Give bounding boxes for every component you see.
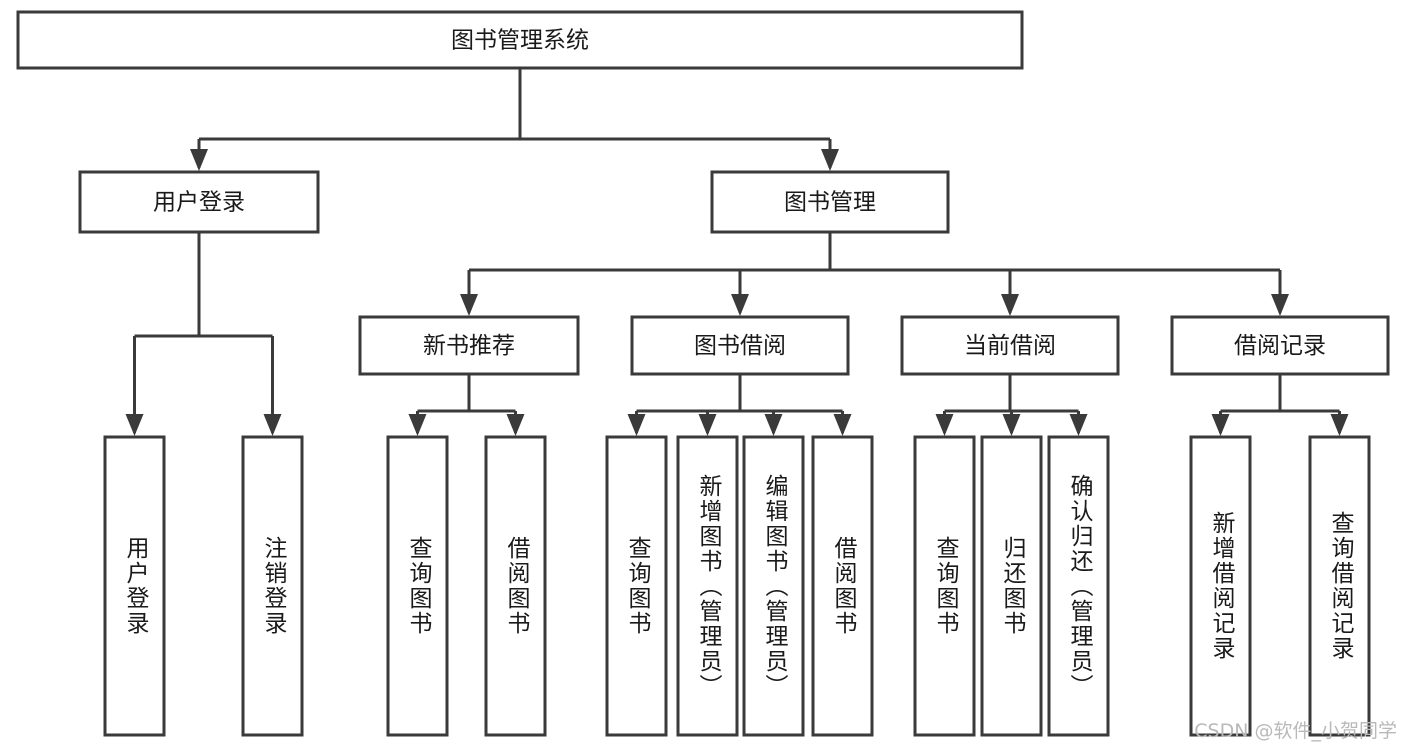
arrow-root-to-user-login — [190, 149, 208, 171]
node-label-new-book-rec: 新书推荐 — [423, 333, 515, 359]
node-box-leaf-cur-query[interactable] — [913, 435, 976, 737]
arrow-book-borrow-to-leaf-borrow-do — [833, 414, 852, 436]
node-box-new-book-rec[interactable] — [358, 315, 580, 376]
node-box-leaf-cur-return[interactable] — [980, 435, 1043, 737]
node-box-root[interactable] — [16, 10, 1024, 70]
arrow-root-to-book-manage — [821, 149, 839, 171]
arrow-user-login-to-leaf-user-login — [125, 414, 144, 436]
node-box-leaf-rec-borrow[interactable] — [484, 435, 547, 737]
node-label-current-borrow: 当前借阅 — [964, 333, 1056, 359]
node-box-leaf-borrow-edit[interactable] — [742, 435, 805, 737]
arrow-user-login-to-leaf-user-logout — [263, 414, 282, 436]
node-box-leaf-user-logout[interactable] — [241, 435, 304, 737]
node-box-leaf-borrow-do[interactable] — [811, 435, 874, 737]
arrow-book-borrow-to-leaf-borrow-edit — [764, 414, 783, 436]
arrow-new-book-rec-to-leaf-rec-borrow — [506, 414, 525, 436]
node-box-leaf-borrow-add[interactable] — [676, 435, 739, 737]
node-box-leaf-cur-confirm[interactable] — [1047, 435, 1110, 737]
node-label-root: 图书管理系统 — [451, 28, 589, 54]
node-box-book-borrow[interactable] — [630, 315, 850, 376]
node-box-leaf-rec-query[interactable] — [386, 435, 449, 737]
arrow-current-borrow-to-leaf-cur-return — [1002, 414, 1021, 436]
node-box-leaf-rec-query2[interactable] — [1308, 435, 1371, 737]
node-label-borrow-record: 借阅记录 — [1234, 333, 1326, 359]
arrow-book-manage-to-new-book-rec — [460, 294, 478, 316]
node-box-leaf-borrow-query[interactable] — [605, 435, 668, 737]
connectors-layer — [125, 68, 1349, 436]
node-box-leaf-user-login[interactable] — [103, 435, 166, 737]
boxes-layer — [16, 10, 1390, 737]
arrow-borrow-record-to-leaf-rec-query2 — [1330, 414, 1349, 436]
arrow-book-borrow-to-leaf-borrow-add — [698, 414, 717, 436]
node-label-book-manage: 图书管理 — [784, 190, 876, 216]
node-box-book-manage[interactable] — [710, 170, 950, 234]
node-label-book-borrow: 图书借阅 — [694, 333, 786, 359]
node-label-user-login: 用户登录 — [153, 190, 245, 216]
arrow-book-manage-to-current-borrow — [1001, 294, 1019, 316]
arrow-current-borrow-to-leaf-cur-query — [935, 414, 954, 436]
arrow-current-borrow-to-leaf-cur-confirm — [1069, 414, 1088, 436]
csdn-watermark: CSDN @软件_小贺同学 — [1194, 720, 1397, 742]
arrow-book-manage-to-borrow-record — [1271, 294, 1289, 316]
node-box-borrow-record[interactable] — [1170, 315, 1390, 376]
arrow-new-book-rec-to-leaf-rec-query — [408, 414, 427, 436]
node-box-user-login[interactable] — [78, 170, 320, 234]
node-box-current-borrow[interactable] — [900, 315, 1120, 376]
node-box-leaf-rec-add[interactable] — [1189, 435, 1252, 737]
arrow-book-manage-to-book-borrow — [731, 294, 749, 316]
arrow-borrow-record-to-leaf-rec-add — [1211, 414, 1230, 436]
arrow-book-borrow-to-leaf-borrow-query — [627, 414, 646, 436]
